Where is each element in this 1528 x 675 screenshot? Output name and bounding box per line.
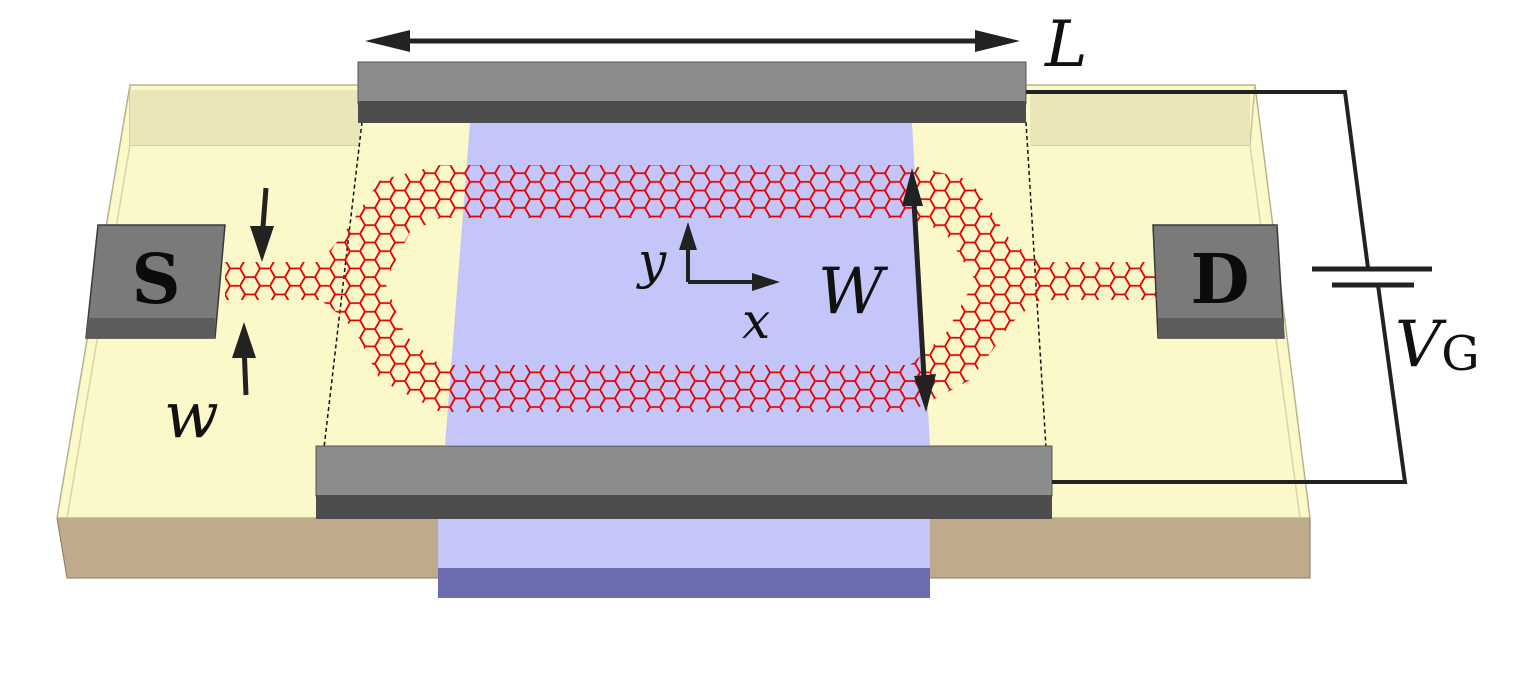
gate-voltage-circuit [1026,90,1432,484]
drain-label: D [1191,240,1250,320]
wire-top [1026,90,1370,269]
gate-voltage-label: VG [1395,308,1480,382]
source-pad: S [85,224,226,339]
length-label: L [1044,8,1088,82]
wire-bottom [1052,284,1408,484]
small-width-label: w [164,379,219,453]
bottom-gate-bar [315,445,1053,519]
width-arrow [902,168,936,412]
coordinate-axes [679,222,780,291]
source-label: S [131,240,180,320]
small-width-arrows [232,187,274,396]
substrate [56,84,1311,579]
channel-bottom-edge [438,568,930,598]
length-arrow [365,30,1020,52]
top-gate-bar [357,61,1027,123]
drain-pad: D [1152,224,1285,339]
axis-x-label: x [742,292,770,350]
width-label: W [818,255,889,329]
axis-y-label: y [636,232,667,290]
channel-front-face [438,518,930,570]
